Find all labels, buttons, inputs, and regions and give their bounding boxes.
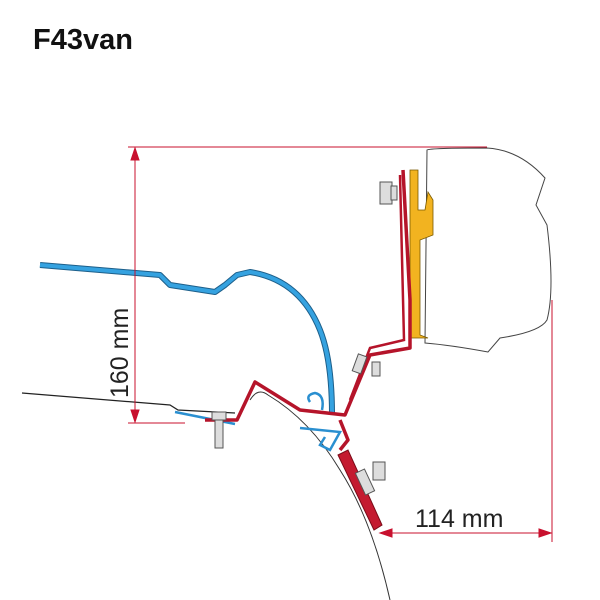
- width-dimension: [378, 300, 553, 542]
- width-label: 114 mm: [415, 505, 503, 533]
- awning-rail: [409, 169, 434, 339]
- page-title: F43van: [33, 24, 133, 56]
- blue-clip: [174, 391, 343, 452]
- height-dimension: [128, 146, 487, 424]
- bolt-icon: [211, 181, 398, 496]
- vehicle-body-outline: [249, 391, 391, 600]
- red-adapter: [205, 169, 412, 452]
- awning-case: [424, 147, 552, 353]
- vehicle-roof-outline: [21, 392, 236, 414]
- red-lower-plate: [337, 449, 383, 531]
- height-label: 160 mm: [106, 308, 134, 398]
